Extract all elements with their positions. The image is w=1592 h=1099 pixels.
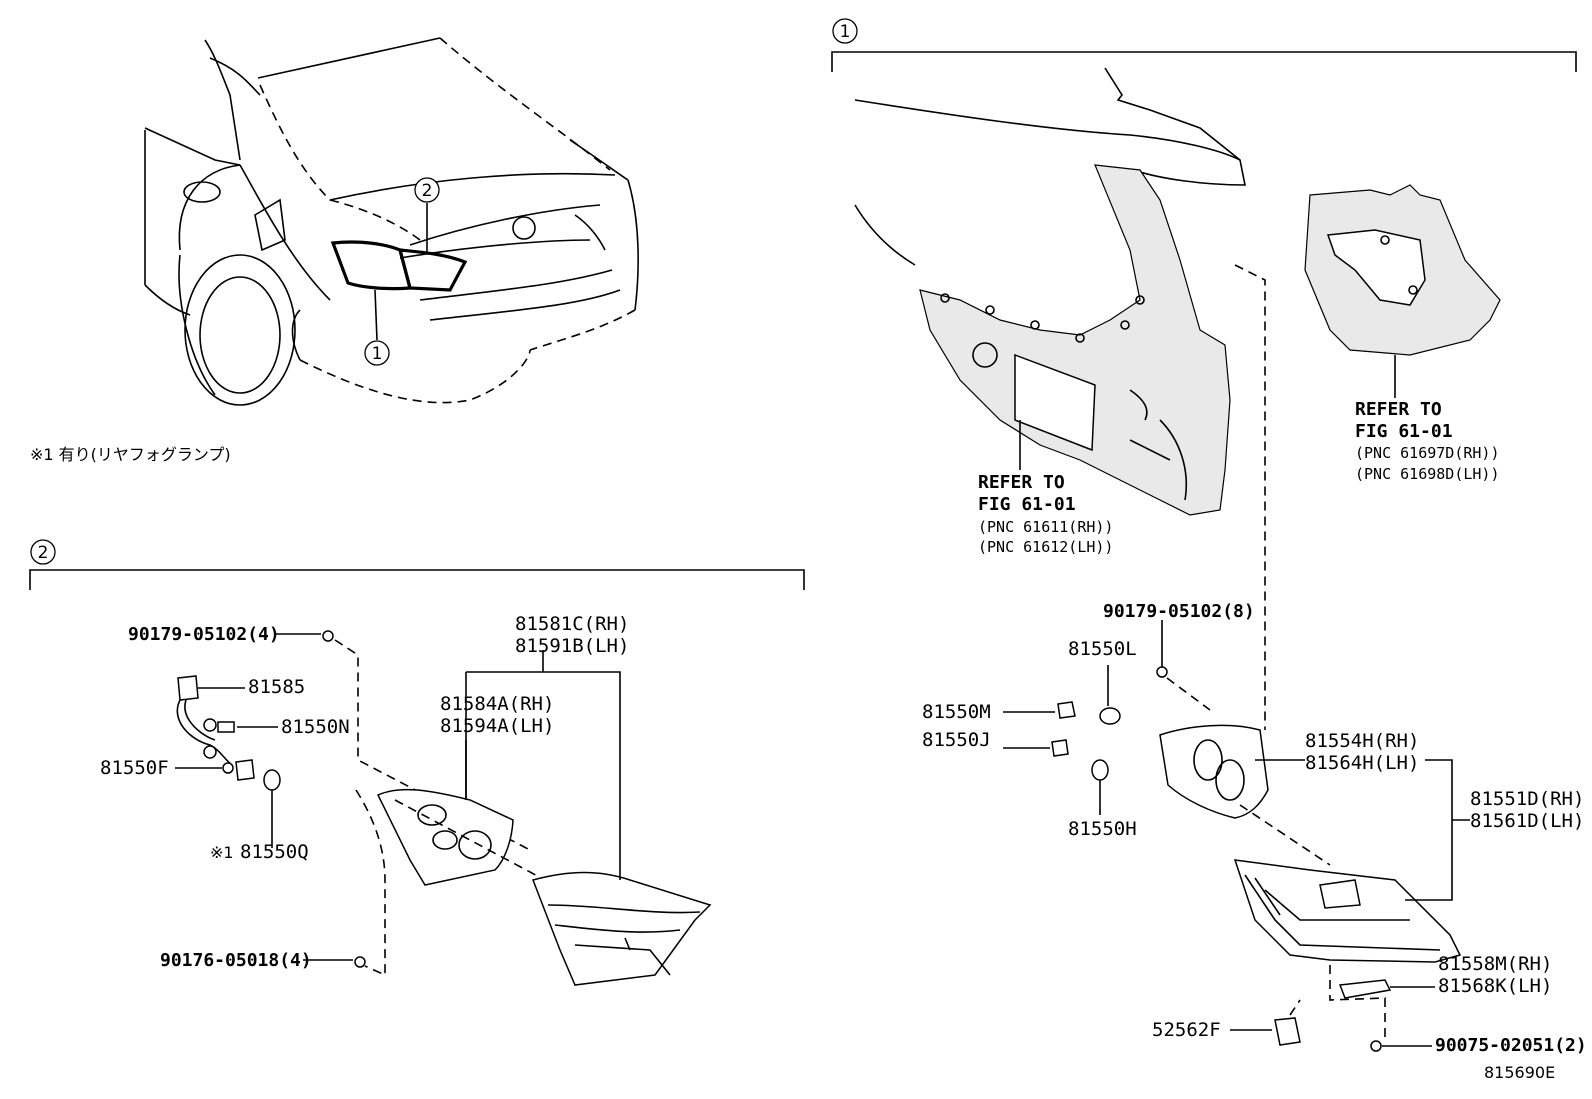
label-81584A: 81584A(RH) [440,693,554,715]
label-90179-05102-4: 90179-05102(4) [128,624,280,645]
label-81550N: 81550N [281,716,350,738]
group-1-lamp-parts [1003,620,1470,1052]
label-81585: 81585 [248,676,305,698]
fog-lamp-note: ※1 有り(リヤフォグランプ) [30,445,231,464]
label-81594A: 81594A(LH) [440,715,554,737]
callout-1-top-label: 1 [372,344,383,364]
label-90179-05102-8: 90179-05102(8) [1103,601,1255,622]
label-81561D: 81561D(LH) [1470,810,1584,832]
label-81554H: 81554H(RH) [1305,730,1419,752]
callout-2-top-label: 2 [422,181,433,201]
label-81550F: 81550F [100,757,169,779]
label-81550Q: 81550Q [240,841,309,863]
refer-left-pnc1: (PNC 61611(RH)) [978,518,1113,536]
refer-right-line1: REFER TO [1355,399,1442,420]
group-2-parts [175,630,712,986]
group-1-body-panel [854,67,1266,730]
label-star-1: ※1 [210,843,234,862]
diagram-id: 815690E [1484,1063,1555,1082]
label-81550H: 81550H [1068,818,1137,840]
label-90176-05018-4: 90176-05018(4) [160,950,312,971]
group-2-callout: 2 [38,543,49,563]
label-52562F: 52562F [1152,1019,1221,1041]
label-81551D: 81551D(RH) [1470,788,1584,810]
label-81568K: 81568K(LH) [1438,975,1552,997]
label-81564H: 81564H(LH) [1305,752,1419,774]
car-rear-view [144,37,639,406]
group-1-callout: 1 [840,22,851,42]
label-81591B: 81591B(LH) [515,635,629,657]
refer-left-line1: REFER TO [978,472,1065,493]
label-81558M: 81558M(RH) [1438,953,1552,975]
label-81550J: 81550J [922,729,991,751]
callout-1-top: 1 [364,340,390,366]
group-1-bracket: 1 [831,18,1577,72]
refer-left-pnc2: (PNC 61612(LH)) [978,538,1113,556]
refer-right-pnc2: (PNC 61698D(LH)) [1355,465,1500,483]
label-81550L: 81550L [1068,638,1137,660]
label-81550M: 81550M [922,701,991,723]
label-81581C: 81581C(RH) [515,613,629,635]
refer-left-line2: FIG 61-01 [978,494,1076,515]
refer-right-pnc1: (PNC 61697D(RH)) [1355,444,1500,462]
label-90075-02051-2: 90075-02051(2) [1435,1035,1587,1056]
callout-2-top: 2 [414,177,440,203]
refer-right-line2: FIG 61-01 [1355,421,1453,442]
group-2-bracket: 2 [29,539,805,590]
group-1-cover [1304,184,1501,398]
